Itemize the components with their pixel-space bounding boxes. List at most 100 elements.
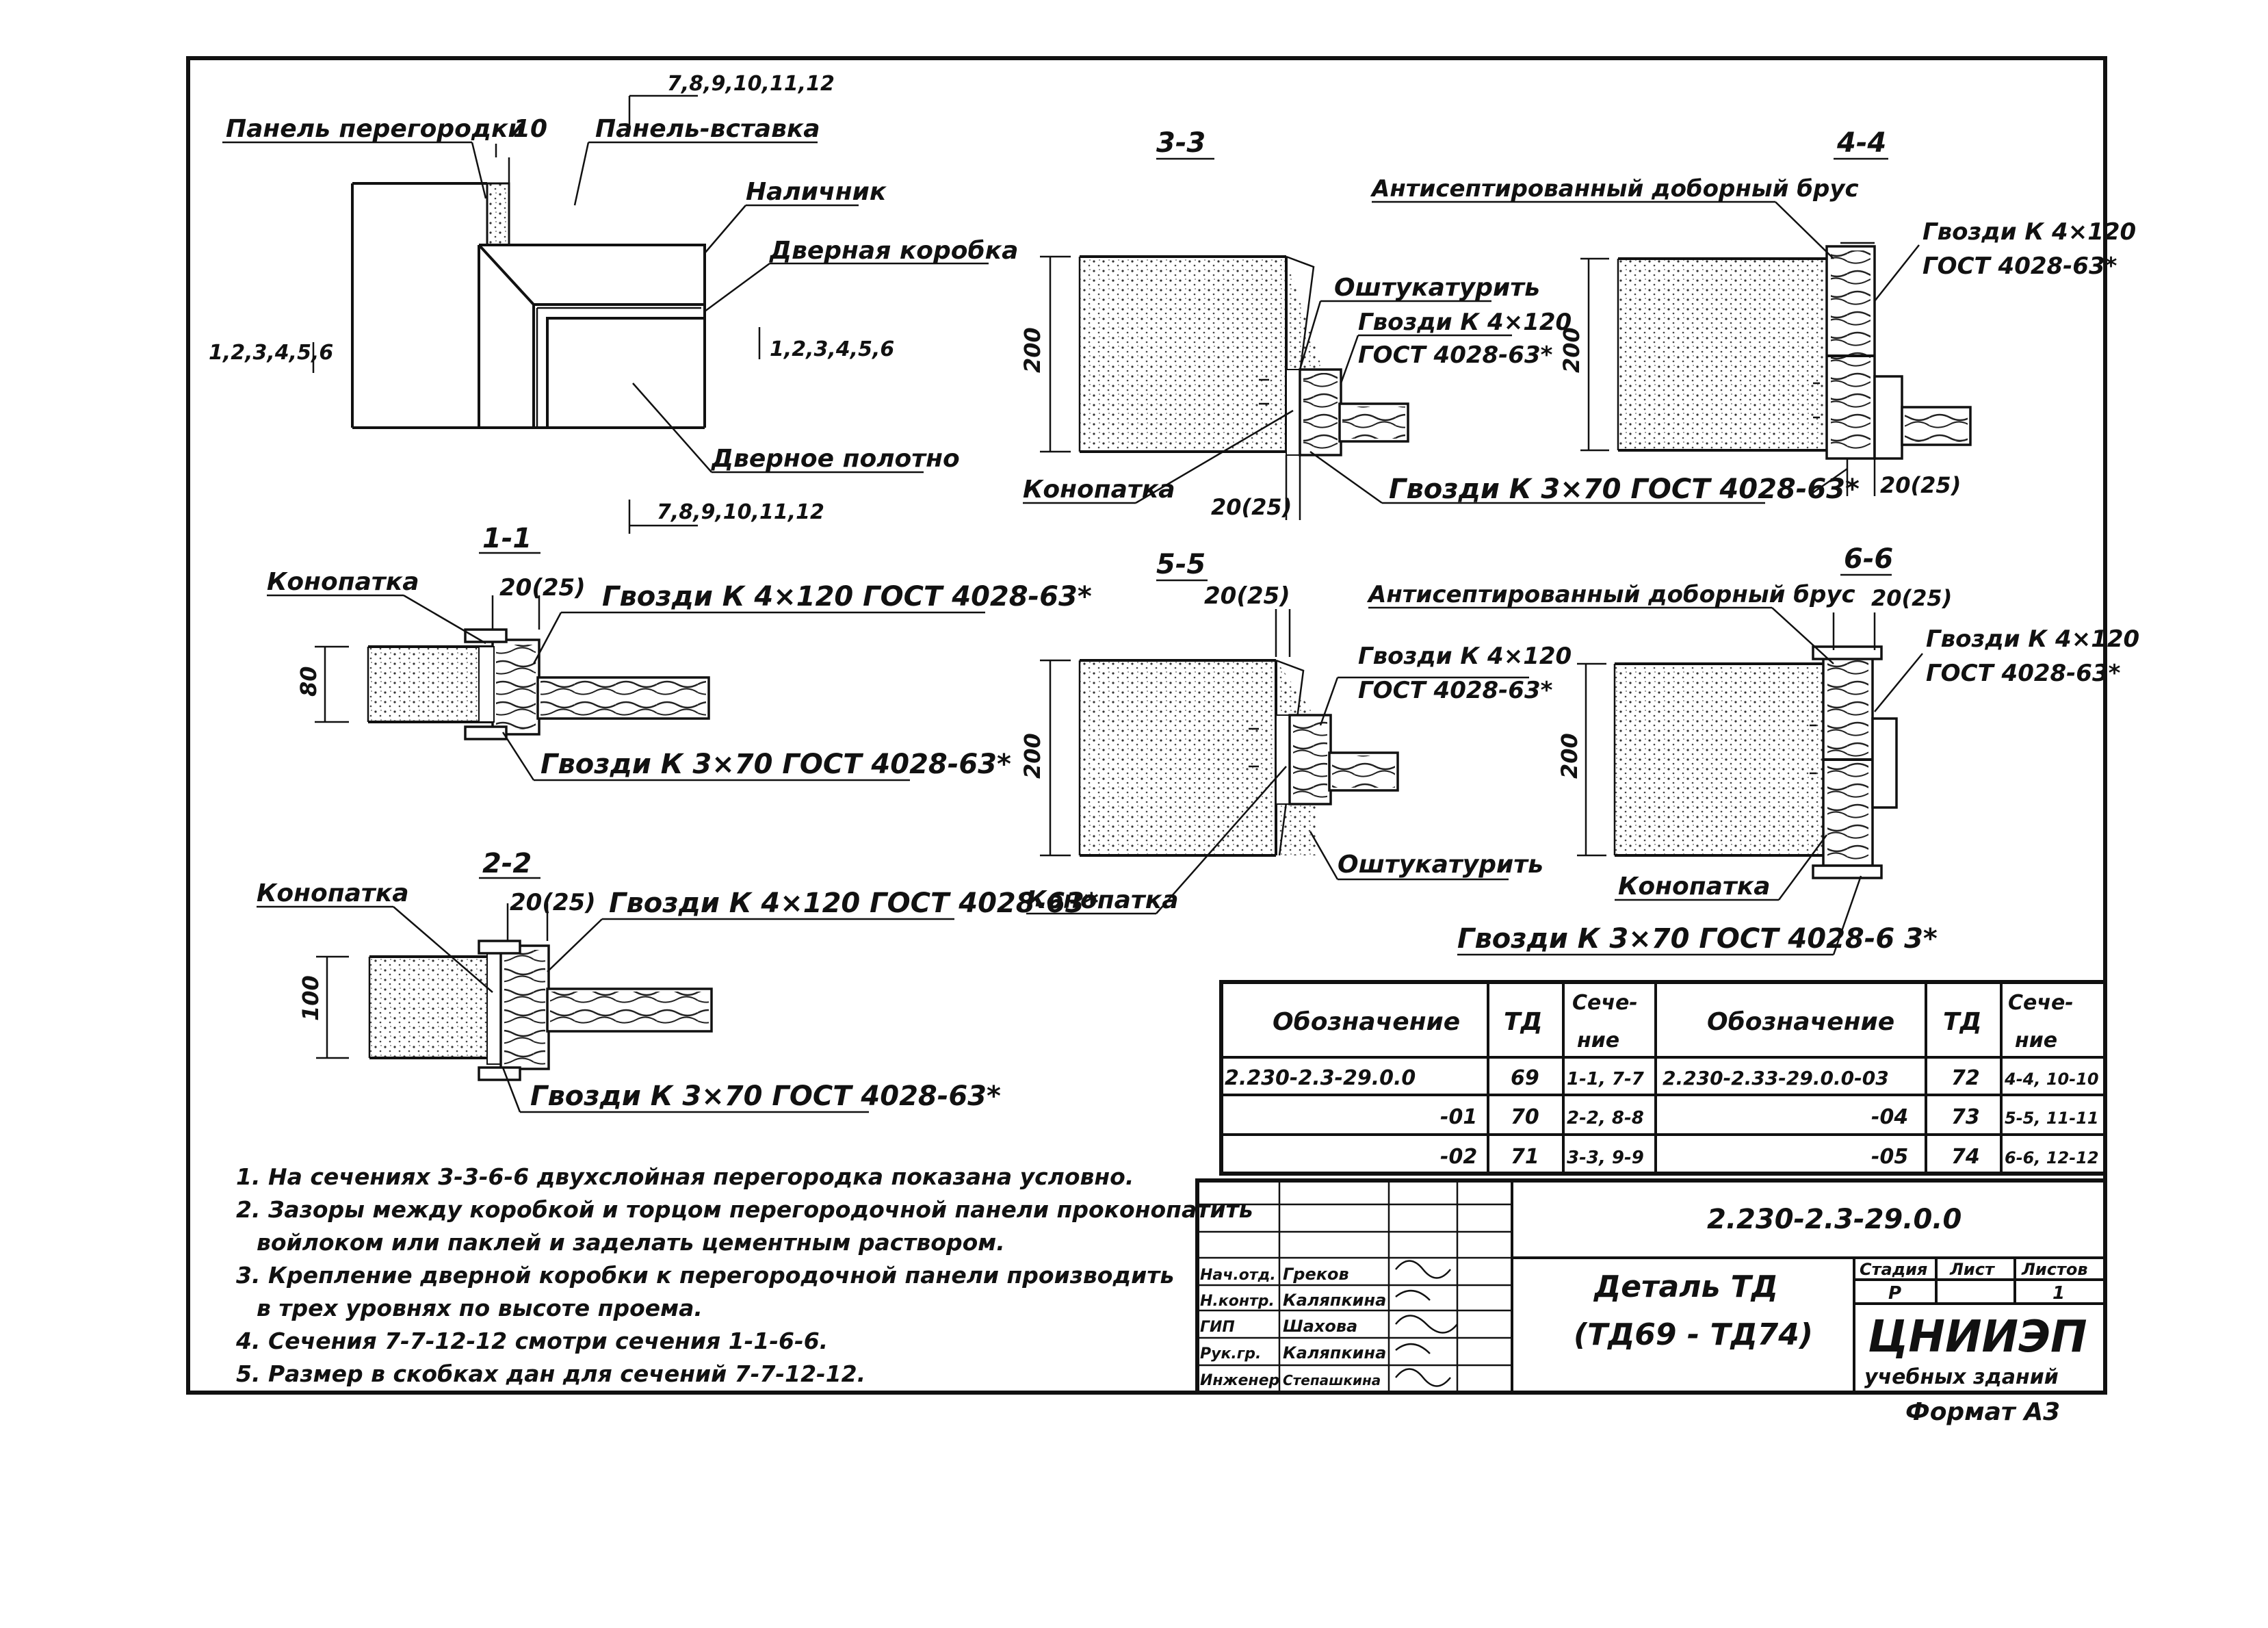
gap-dim: 10	[513, 115, 547, 143]
s44-dim-w: 20(25)	[1880, 472, 1961, 498]
row1-section-2: 4-4, 10-10	[2004, 1070, 2099, 1089]
row1-section: 1-1, 7-7	[1567, 1069, 1645, 1089]
section-6-6-leaders	[1368, 573, 1923, 956]
s22-nails-top: Гвозди К 4×120 ГОСТ 4028-63*	[609, 888, 1099, 919]
row3-td: 71	[1511, 1145, 1539, 1169]
s22-nails-bottom: Гвозди К 3×70 ГОСТ 4028-63*	[530, 1081, 1001, 1112]
th-designation-2: Обозначение	[1707, 1008, 1894, 1036]
section-5-5-title: 5-5	[1156, 549, 1205, 580]
note-3-cont: в трех уровнях по высоте проема.	[257, 1295, 703, 1321]
note-1: 1. На сечениях 3-3-6-6 двухслойная перег…	[236, 1163, 1134, 1190]
th-section-1b: ние	[1577, 1029, 1619, 1052]
s33-dim-w: 20(25)	[1211, 494, 1292, 520]
note-2-cont: войлоком или паклей и заделать цементным…	[257, 1229, 1005, 1256]
section-1-1-title: 1-1	[482, 523, 532, 554]
s33-nails-bottom: Гвозди К 3×70 ГОСТ 4028-63*	[1389, 474, 1860, 505]
note-4: 4. Сечения 7-7-12-12 смотри сечения 1-1-…	[236, 1328, 829, 1354]
th-section-2a: Сече-	[2008, 991, 2074, 1015]
stage-value: Р	[1888, 1283, 1901, 1304]
th-section-2b: ние	[2015, 1029, 2057, 1052]
sections-right: 1,2,3,4,5,6	[770, 337, 894, 361]
s11-dim-w: 20(25)	[499, 574, 586, 602]
s66-bar: Антисептированный доборный брус	[1366, 581, 1855, 608]
stage-header: Стадия	[1860, 1260, 1927, 1279]
staff-role-3: ГИП	[1200, 1319, 1235, 1336]
s33-caulk: Конопатка	[1023, 476, 1175, 504]
s11-nails-top: Гвозди К 4×120 ГОСТ 4028-63*	[602, 581, 1092, 612]
staff-role-5: Инженер	[1200, 1372, 1279, 1389]
s55-dim-h: 200	[1019, 733, 1045, 779]
row2-designation: -01	[1440, 1105, 1477, 1129]
section-4-4-leaders	[1372, 157, 1920, 494]
s66-dim-h: 200	[1556, 733, 1582, 779]
row2-section-2: 5-5, 11-11	[2005, 1109, 2099, 1128]
signatures	[1395, 1260, 1458, 1387]
s66-caulk: Конопатка	[1618, 873, 1771, 901]
doc-code: 2.230-2.3-29.0.0	[1707, 1204, 1961, 1235]
elevation-leaders	[222, 94, 989, 534]
s11-caulk: Конопатка	[267, 568, 419, 596]
row3-designation-2: -05	[1871, 1145, 1908, 1169]
panel-label: Панель перегородки	[226, 115, 525, 143]
staff-name-2: Каляпкина	[1283, 1291, 1386, 1310]
row3-section: 3-3, 9-9	[1567, 1148, 1644, 1168]
note-5: 5. Размер в скобках дан для сечений 7-7-…	[236, 1360, 866, 1387]
casing-label: Наличник	[746, 178, 887, 206]
row2-td: 70	[1511, 1105, 1539, 1129]
staff-name-5: Степашкина	[1283, 1372, 1381, 1388]
section-1-1-leaders	[267, 552, 985, 781]
s66-dim-w: 20(25)	[1871, 585, 1952, 611]
sections-top: 7,8,9,10,11,12	[667, 72, 835, 96]
row3-designation: -02	[1440, 1145, 1477, 1169]
row2-section: 2-2, 8-8	[1567, 1108, 1644, 1128]
s11-dim-h: 80	[296, 666, 322, 697]
th-td-2: ТД	[1943, 1008, 1982, 1036]
section-3-3-drawing	[1040, 255, 1409, 520]
section-6-6-drawing	[1577, 612, 1898, 879]
s33-nails-b: ГОСТ 4028-63*	[1358, 341, 1553, 369]
s55-nails-b: ГОСТ 4028-63*	[1358, 677, 1553, 704]
sheet-frame	[186, 56, 2107, 1395]
s44-bar: Антисептированный доборный брус	[1370, 175, 1859, 203]
s66-nails-a: Гвозди К 4×120	[1926, 625, 2139, 653]
doc-title-2: (ТД69 - ТД74)	[1574, 1317, 1813, 1352]
staff-role-2: Н.контр.	[1200, 1293, 1275, 1310]
s44-nails-a: Гвозди К 4×120	[1922, 218, 2136, 246]
row2-td-2: 73	[1951, 1105, 1980, 1129]
row2-designation-2: -04	[1871, 1105, 1908, 1129]
note-2: 2. Зазоры между коробкой и торцом перего…	[236, 1196, 1253, 1223]
row1-td: 69	[1511, 1066, 1539, 1090]
title-block-grid	[1195, 1178, 2107, 1395]
sheet-header: Лист	[1949, 1260, 1996, 1279]
th-designation-1: Обозначение	[1273, 1008, 1460, 1036]
sheets-value: 1	[2052, 1283, 2065, 1304]
th-section-1a: Сече-	[1572, 991, 1638, 1015]
s22-dim-h: 100	[298, 975, 324, 1021]
sections-left: 1,2,3,4,5,6	[209, 341, 333, 365]
s11-nails-bottom: Гвозди К 3×70 ГОСТ 4028-63*	[540, 749, 1011, 780]
s22-dim-w: 20(25)	[510, 889, 596, 916]
sections-bottom: 7,8,9,10,11,12	[657, 500, 824, 524]
section-2-2-drawing	[316, 903, 713, 1081]
section-3-3-title: 3-3	[1156, 127, 1205, 159]
spec-table-grid	[1219, 980, 2107, 1176]
s55-plaster: Оштукатурить	[1338, 851, 1543, 879]
row3-td-2: 74	[1951, 1145, 1980, 1169]
s33-dim-h: 200	[1019, 327, 1045, 373]
leaf-label: Дверное полотно	[711, 445, 960, 473]
s66-nails-bottom: Гвозди К 3×70 ГОСТ 4028-6 3*	[1457, 923, 1938, 955]
staff-name-1: Греков	[1283, 1265, 1349, 1284]
s33-nails-a: Гвозди К 4×120	[1358, 309, 1572, 336]
section-6-6-title: 6-6	[1844, 543, 1893, 575]
format-label: Формат А3	[1905, 1398, 2060, 1426]
s22-caulk: Конопатка	[257, 879, 409, 907]
row1-designation-2: 2.230-2.33-29.0.0-03	[1663, 1067, 1889, 1089]
row1-td-2: 72	[1951, 1066, 1980, 1090]
section-5-5-drawing	[1040, 609, 1399, 857]
row1-designation: 2.230-2.3-29.0.0	[1225, 1066, 1416, 1090]
section-4-4-title: 4-4	[1836, 127, 1886, 159]
row3-section-2: 6-6, 12-12	[2005, 1148, 2099, 1167]
note-3: 3. Крепление дверной коробки к перегород…	[236, 1262, 1175, 1289]
